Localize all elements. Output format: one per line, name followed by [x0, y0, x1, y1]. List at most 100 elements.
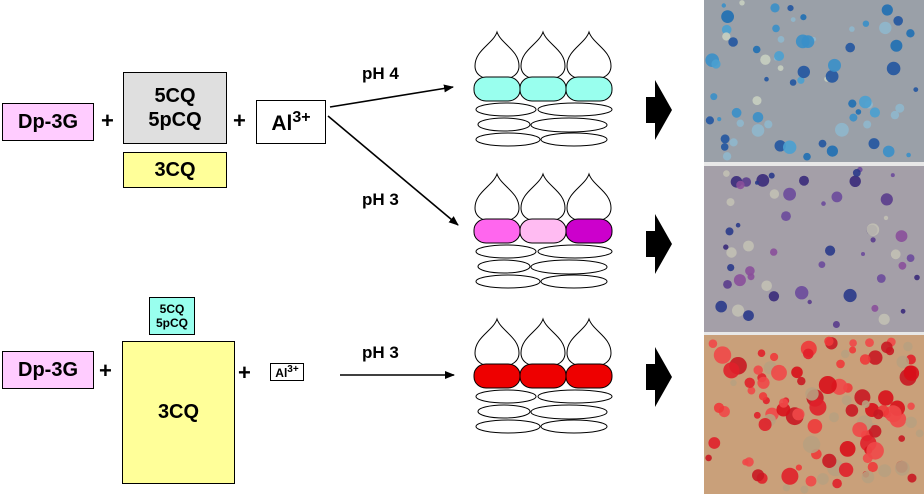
cell-dot	[731, 107, 742, 118]
conical-cell	[566, 317, 612, 368]
cell-dot	[852, 422, 868, 438]
cell-dot	[898, 435, 905, 442]
cell-dot	[736, 119, 744, 127]
cell-dot	[898, 261, 907, 270]
cell-dot	[817, 473, 829, 485]
cell-dot	[906, 152, 911, 158]
cell-dot	[890, 110, 900, 120]
cell-dot	[720, 134, 730, 144]
cell-dot	[795, 286, 809, 300]
al-base-top: Al	[271, 111, 293, 135]
mesophyll-cell	[475, 244, 537, 259]
cell-dot	[768, 172, 775, 179]
cell-dot	[821, 201, 826, 206]
dp3g-box-top: Dp-3G	[2, 103, 94, 141]
conical-cell	[474, 317, 520, 368]
cell-dot	[783, 140, 797, 154]
cq3-box-bottom-large: 3CQ	[122, 341, 235, 484]
cell-dot	[876, 274, 886, 283]
cell-dot	[745, 266, 755, 276]
cell-dot	[800, 485, 809, 494]
cell-dot	[797, 376, 806, 386]
cell-dot	[913, 87, 919, 92]
cell-dot	[752, 469, 765, 482]
cell-dot	[803, 152, 811, 161]
cell-dot	[862, 20, 870, 27]
cell-dot	[835, 122, 849, 137]
cell-dot	[865, 338, 874, 347]
cell-dot	[807, 419, 823, 434]
pigmented-cell	[519, 363, 567, 389]
cell-dot	[791, 366, 803, 379]
cell-dot	[878, 390, 894, 406]
cell-dot	[721, 24, 732, 35]
cell-dot	[752, 96, 762, 106]
pigmented-cell	[519, 218, 567, 244]
cell-dot	[802, 435, 821, 454]
cell-dot	[900, 308, 906, 314]
cell-dot	[849, 175, 861, 187]
cell-dot	[828, 58, 841, 72]
cell-dot	[809, 398, 827, 416]
cell-dot	[752, 112, 764, 123]
cell-dot	[832, 478, 842, 489]
plus-sign-top-2: +	[233, 108, 246, 133]
cell-dot	[792, 408, 805, 421]
plus-sign-top-1: +	[101, 108, 114, 133]
cell-dot	[757, 349, 766, 358]
cell-dot	[764, 76, 769, 82]
cell-dot	[743, 310, 754, 321]
cell-dot	[715, 300, 727, 313]
cell-dot	[822, 453, 837, 468]
mesophyll-cell	[540, 132, 608, 147]
cell-dot	[886, 61, 901, 76]
cell-dot	[867, 461, 878, 473]
cell-dot	[890, 173, 895, 178]
cell-dot	[735, 222, 741, 228]
pigmented-cell	[473, 76, 521, 102]
petal-cells-ph3-bottom	[473, 317, 613, 434]
cell-dot	[890, 249, 901, 260]
cell-dot	[708, 437, 721, 449]
mesophyll-cell	[477, 117, 531, 132]
dp3g-label-top: Dp-3G	[18, 110, 78, 133]
al-box-top: Al3+	[256, 100, 326, 144]
cell-dot	[743, 240, 754, 252]
cell-dot	[705, 454, 712, 462]
mesophyll-cell	[475, 389, 537, 404]
cell-dot	[861, 252, 865, 256]
petal-cells-ph3-top	[473, 172, 613, 289]
cell-dot	[861, 470, 875, 484]
conical-cell	[474, 172, 520, 223]
cell-dot	[868, 350, 883, 365]
cell-dot	[884, 405, 902, 423]
cell-dot	[717, 117, 722, 122]
cell-dot	[873, 409, 884, 420]
cell-dot	[797, 76, 805, 84]
cell-dot	[782, 484, 791, 492]
al-charge-bottom: 3+	[287, 364, 299, 375]
cell-dot	[907, 402, 915, 410]
ph3-label-bottom: pH 3	[362, 343, 399, 362]
plus-sign-bottom-2: +	[238, 360, 251, 385]
pigmented-cell	[565, 218, 613, 244]
cell-dot	[789, 79, 797, 86]
cell-dot	[708, 339, 718, 349]
cell-dot	[849, 113, 858, 122]
cell-dot	[710, 93, 718, 101]
cell-dot	[894, 460, 910, 476]
cell-dot	[866, 223, 880, 236]
pigmented-cell	[473, 363, 521, 389]
cell-dot	[723, 244, 729, 250]
cell-dot	[825, 245, 836, 256]
cell-dot	[824, 336, 834, 346]
al-charge-top: 3+	[292, 108, 311, 126]
mesophyll-cell	[477, 404, 531, 419]
mesophyll-cell	[540, 419, 608, 434]
conical-cell	[520, 172, 566, 223]
cq5p-label-bottom: 5pCQ	[155, 316, 188, 330]
cell-dot	[799, 175, 809, 186]
cell-dot	[871, 304, 879, 312]
cell-dot	[721, 3, 726, 8]
